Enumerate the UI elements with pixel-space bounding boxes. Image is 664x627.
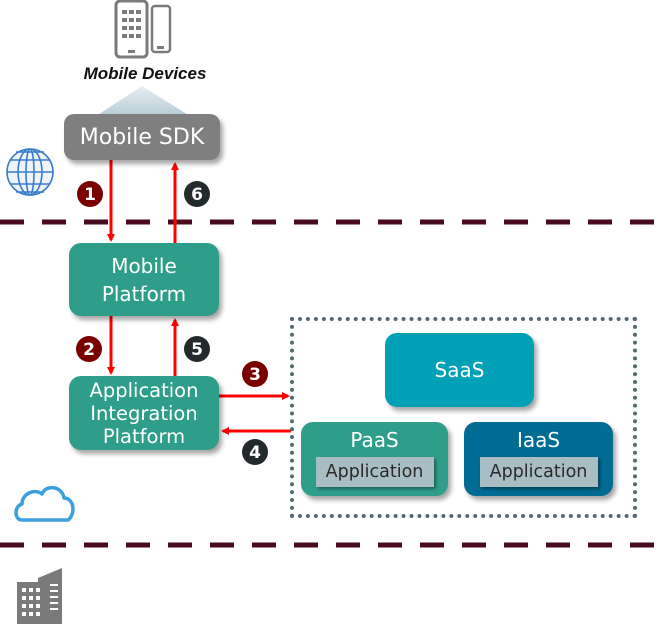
step-number: 5 (191, 340, 203, 360)
building-icon (17, 568, 62, 624)
paas-node: PaaS Application (301, 422, 448, 496)
cloud-services-container (290, 317, 637, 518)
mobile-sdk-label: Mobile SDK (79, 124, 205, 150)
step-badge-3: 3 (242, 361, 268, 387)
step-badge-4: 4 (242, 439, 268, 465)
application-integration-platform-node: Application Integration Platform (69, 376, 219, 450)
aip-label-line3: Platform (102, 424, 186, 448)
mobile-devices-icon (114, 0, 172, 59)
step-number: 6 (191, 185, 203, 205)
globe-icon (6, 148, 54, 196)
iaas-node: IaaS Application (464, 422, 613, 496)
step-number: 4 (249, 443, 261, 463)
paas-application-label: Application (315, 457, 434, 487)
step-badge-5: 5 (184, 336, 210, 362)
step-number: 2 (83, 340, 95, 360)
saas-node: SaaS (385, 333, 534, 407)
iaas-label: IaaS (516, 428, 561, 452)
mobile-platform-label-line2: Platform (101, 281, 187, 306)
mobile-devices-caption: Mobile Devices (83, 64, 207, 83)
step-badge-6: 6 (184, 181, 210, 207)
mobile-platform-node: Mobile Platform (69, 243, 219, 316)
saas-label: SaaS (434, 358, 485, 382)
mobile-platform-label-line1: Mobile (111, 253, 177, 278)
iaas-application-label: Application (479, 457, 598, 487)
aip-label-line1: Application (89, 378, 199, 402)
step-badge-1: 1 (77, 181, 103, 207)
cloud-icon (14, 485, 75, 522)
mobile-sdk-node: Mobile SDK (64, 114, 220, 160)
devices-connector (96, 86, 190, 116)
step-badge-2: 2 (76, 336, 102, 362)
paas-label: PaaS (350, 428, 399, 452)
step-number: 1 (84, 185, 96, 205)
step-number: 3 (249, 365, 261, 385)
aip-label-line2: Integration (90, 401, 198, 425)
